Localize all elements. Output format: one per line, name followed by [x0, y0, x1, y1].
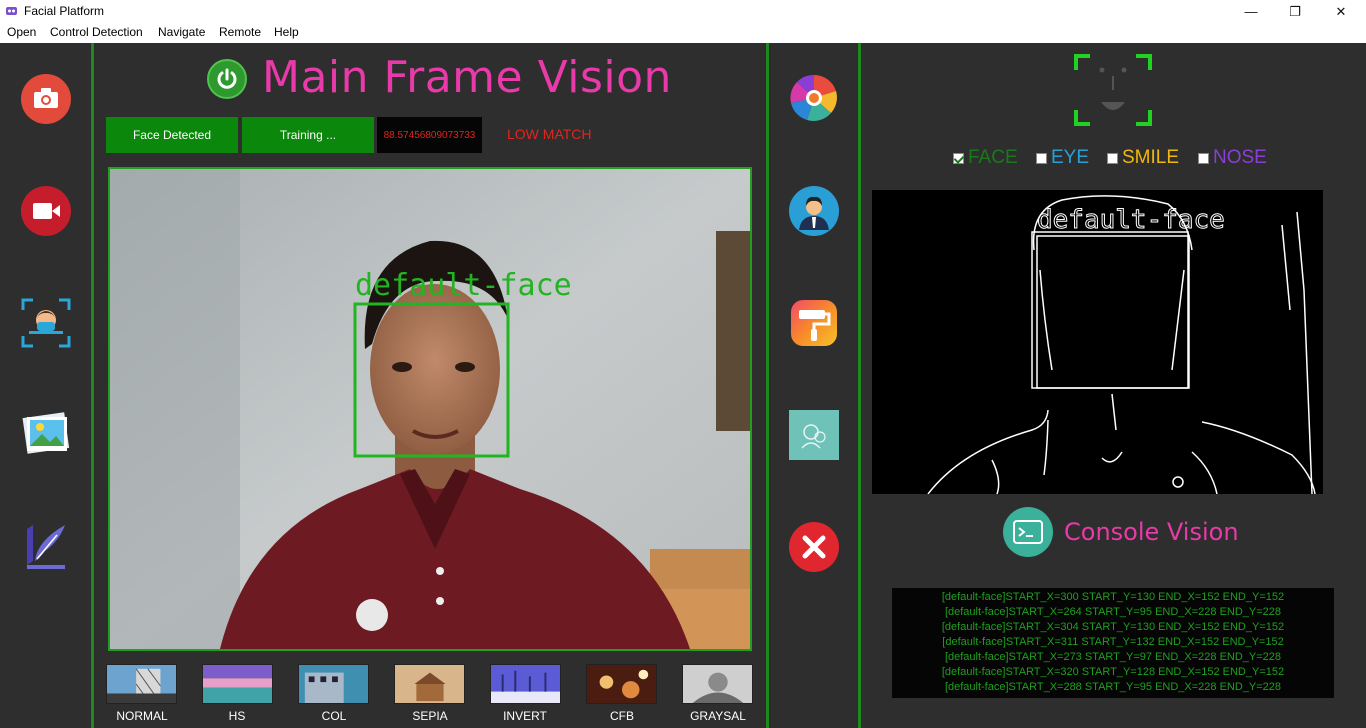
filter-graysal-label: GRAYSAL: [690, 709, 746, 723]
filter-col-label: COL: [321, 709, 347, 723]
divider: [766, 43, 769, 728]
check-smile[interactable]: SMILE: [1107, 147, 1179, 169]
face-checkbox[interactable]: [953, 152, 964, 164]
mid-toolbar: [771, 43, 857, 728]
filter-hs-thumb[interactable]: [202, 664, 273, 704]
minimize-button[interactable]: —: [1244, 4, 1258, 19]
menu-open[interactable]: Open: [7, 25, 37, 39]
match-status: LOW MATCH: [507, 126, 592, 142]
filter-graysal-thumb[interactable]: [682, 664, 753, 704]
close-window-button[interactable]: ✕: [1335, 3, 1347, 19]
filter-cfb-label: CFB: [610, 709, 634, 723]
filter-normal-label: NORMAL: [116, 709, 168, 723]
main-title: Main Frame Vision: [262, 52, 672, 103]
filter-sepia-label: SEPIA: [412, 709, 448, 723]
console-line: [default-face]START_X=300 START_Y=130 EN…: [941, 591, 1285, 603]
console-output: [default-face]START_X=300 START_Y=130 EN…: [892, 588, 1334, 698]
nose-checkbox-label: NOSE: [1213, 147, 1267, 168]
app-logo-icon: [6, 7, 17, 15]
edge-face-label: default-face: [1037, 205, 1225, 235]
check-nose[interactable]: NOSE: [1198, 147, 1267, 169]
color-wheel-icon[interactable]: [789, 73, 839, 123]
nose-checkbox[interactable]: [1198, 152, 1209, 164]
camera-feed: default-face: [108, 167, 752, 651]
window-title: Facial Platform: [24, 4, 105, 18]
edge-image: default-face: [927, 195, 1316, 494]
quill-icon[interactable]: [21, 521, 71, 571]
maximize-button[interactable]: ❐: [1289, 3, 1301, 19]
edge-detection-view: default-face: [872, 190, 1323, 494]
console-line: [default-face]START_X=288 START_Y=95 END…: [944, 681, 1282, 693]
smile-checkbox-label: SMILE: [1122, 147, 1180, 168]
match-score: 88.57456809073733: [377, 117, 482, 153]
left-toolbar: [0, 43, 90, 728]
camera-image: default-face: [110, 169, 750, 649]
console-line: [default-face]START_X=273 START_Y=97 END…: [944, 651, 1282, 663]
face-scan-icon[interactable]: [21, 298, 71, 348]
check-face[interactable]: FACE: [953, 147, 1018, 169]
menu-navigate[interactable]: Navigate: [158, 25, 206, 39]
face-checkbox-label: FACE: [968, 147, 1018, 168]
console-line: [default-face]START_X=311 START_Y=132 EN…: [942, 636, 1284, 648]
filter-invert-label: INVERT: [503, 709, 547, 723]
face-detected-button[interactable]: Face Detected: [106, 117, 238, 153]
check-eye[interactable]: EYE: [1036, 147, 1089, 169]
filter-cfb-thumb[interactable]: [586, 664, 657, 704]
training-button[interactable]: Training ...: [242, 117, 374, 153]
menu-remote[interactable]: Remote: [219, 25, 262, 39]
filter-hs-label: HS: [228, 709, 246, 723]
filter-sepia-thumb[interactable]: [394, 664, 465, 704]
filter-col-thumb[interactable]: [298, 664, 369, 704]
terminal-icon: [1013, 520, 1043, 544]
filter-invert-thumb[interactable]: [490, 664, 561, 704]
console-line: [default-face]START_X=264 START_Y=95 END…: [944, 606, 1282, 618]
divider: [91, 43, 94, 728]
eye-checkbox[interactable]: [1036, 152, 1047, 164]
console-line: [default-face]START_X=320 START_Y=128 EN…: [941, 666, 1285, 678]
menu-control-detection[interactable]: Control Detection: [50, 25, 143, 39]
divider: [858, 43, 861, 728]
face-label: default-face: [355, 268, 572, 303]
face-recognition-logo-icon: [1074, 54, 1152, 126]
gallery-icon[interactable]: [21, 409, 71, 459]
video-icon[interactable]: [21, 186, 71, 236]
paint-roller-icon[interactable]: [789, 298, 839, 348]
person-icon[interactable]: [789, 186, 839, 236]
power-icon: [217, 68, 237, 89]
texture-icon[interactable]: [789, 410, 839, 460]
power-button[interactable]: [207, 59, 247, 99]
console-button[interactable]: [1003, 507, 1053, 557]
menu-bar: Open Control Detection Navigate Remote H…: [0, 23, 1366, 43]
camera-icon[interactable]: [21, 74, 71, 124]
close-icon[interactable]: [789, 522, 839, 572]
smile-checkbox[interactable]: [1107, 152, 1118, 164]
title-bar: Facial Platform — ❐ ✕: [0, 0, 1366, 23]
console-line: [default-face]START_X=304 START_Y=130 EN…: [941, 621, 1285, 633]
console-title: Console Vision: [1064, 518, 1239, 546]
eye-checkbox-label: EYE: [1051, 147, 1090, 168]
menu-help[interactable]: Help: [274, 25, 299, 39]
filter-normal-thumb[interactable]: [106, 664, 177, 704]
